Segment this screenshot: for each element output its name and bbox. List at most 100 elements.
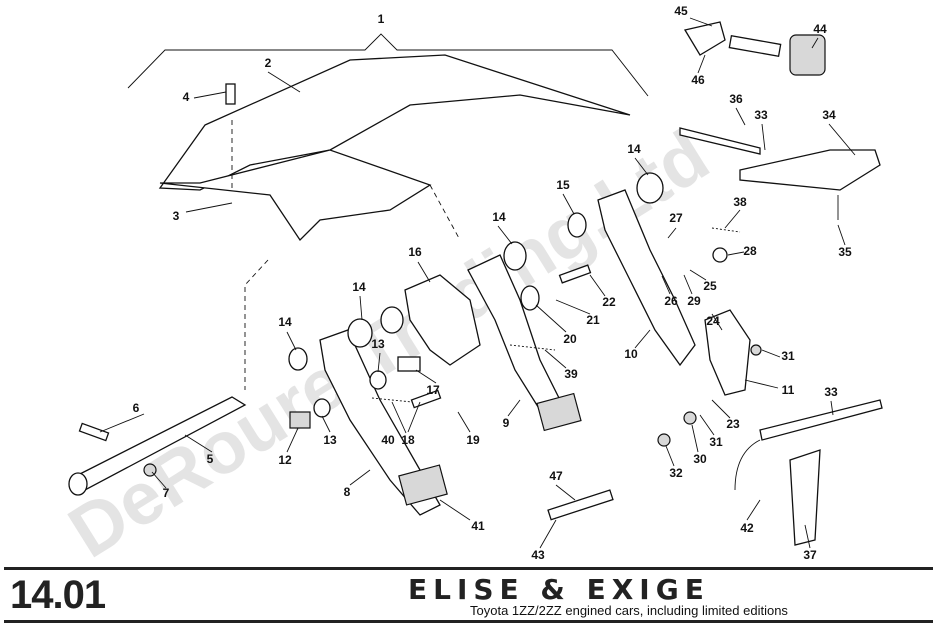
callout-9: 9 <box>503 416 510 430</box>
callout-38: 38 <box>733 195 747 209</box>
washer-15 <box>567 212 587 238</box>
footer-top-rule <box>4 567 933 570</box>
washer-13a <box>369 370 387 390</box>
callout-6: 6 <box>133 401 140 415</box>
callout-3: 3 <box>173 209 180 223</box>
bush-14e <box>636 172 664 204</box>
callout-13: 13 <box>371 337 385 351</box>
switch-bracket-34 <box>739 149 881 191</box>
throttle-pedal <box>597 189 696 367</box>
bush-14b <box>347 318 373 348</box>
spring-39 <box>509 344 556 351</box>
callout-42: 42 <box>740 521 754 535</box>
shaft-end <box>68 472 88 496</box>
bush-14a <box>288 347 308 371</box>
bracket-47 <box>547 489 614 521</box>
callout-33: 33 <box>754 108 768 122</box>
callout-1: 1 <box>378 12 385 26</box>
callout-17: 17 <box>426 383 440 397</box>
cable-end <box>734 439 761 491</box>
callout-14: 14 <box>352 280 366 294</box>
pedal-pad-41 <box>398 464 448 506</box>
footer: 14.01 ELISE & EXIGE Toyota 1ZZ/2ZZ engin… <box>0 567 937 625</box>
callout-19: 19 <box>466 433 480 447</box>
callout-31: 31 <box>781 349 795 363</box>
callout-10: 10 <box>624 347 638 361</box>
callout-8: 8 <box>344 485 351 499</box>
callout-25: 25 <box>703 279 717 293</box>
pedal-box-base <box>159 149 432 242</box>
footer-bottom-rule <box>4 620 933 623</box>
callout-14: 14 <box>492 210 506 224</box>
bolt-30 <box>683 411 697 425</box>
bracket-45 <box>683 21 726 56</box>
cable-rod <box>679 127 761 155</box>
callout-26: 26 <box>664 294 678 308</box>
page-number: 14.01 <box>10 573 106 617</box>
bush-12 <box>289 411 311 429</box>
callout-14: 14 <box>627 142 641 156</box>
callout-14: 14 <box>278 315 292 329</box>
spring-38 <box>711 227 741 233</box>
callout-36: 36 <box>729 92 743 106</box>
stop-28 <box>712 247 728 263</box>
callout-45: 45 <box>674 4 688 18</box>
brake-pad <box>536 392 582 432</box>
callout-34: 34 <box>822 108 836 122</box>
callout-27: 27 <box>669 211 683 225</box>
bush-32 <box>657 433 671 447</box>
leader-lines <box>99 17 856 549</box>
washer-13b <box>313 398 331 418</box>
nut-31a <box>750 344 762 356</box>
switch-plunger <box>728 34 782 58</box>
callout-5: 5 <box>207 452 214 466</box>
callout-13: 13 <box>323 433 337 447</box>
callout-15: 15 <box>556 178 570 192</box>
callout-12: 12 <box>278 453 292 467</box>
callout-2: 2 <box>265 56 272 70</box>
callout-37: 37 <box>803 548 817 562</box>
cable-bracket-37 <box>789 449 821 546</box>
callout-labels: 1 2 3 4 5 6 7 8 9 10 11 12 13 13 14 14 1… <box>133 4 852 562</box>
callout-40: 40 <box>381 433 395 447</box>
callout-21: 21 <box>586 313 600 327</box>
brand-logo: ELISE & EXIGE <box>408 573 710 606</box>
switch-44 <box>789 34 826 76</box>
pin-18 <box>410 389 442 409</box>
callout-44: 44 <box>813 22 827 36</box>
callout-24: 24 <box>706 314 720 328</box>
master-cylinder-bracket <box>404 274 481 366</box>
callout-22: 22 <box>602 295 616 309</box>
throttle-cable-33 <box>759 399 883 441</box>
callout-31: 31 <box>709 435 723 449</box>
assembly-bracket-line <box>127 33 649 97</box>
callout-29: 29 <box>687 294 701 308</box>
clutch-pedal <box>319 329 441 516</box>
bolt-part <box>225 83 236 105</box>
callout-28: 28 <box>743 244 757 258</box>
callout-47: 47 <box>549 469 563 483</box>
bolt-22 <box>558 264 592 284</box>
callout-16: 16 <box>408 245 422 259</box>
bush-14d <box>503 241 527 271</box>
washer-20 <box>520 285 540 311</box>
pedal-pad-11 <box>704 309 751 396</box>
bush-14c <box>380 306 404 334</box>
spacer-17 <box>397 356 421 372</box>
bolt-6 <box>78 422 110 442</box>
callout-33: 33 <box>824 385 838 399</box>
callout-39: 39 <box>564 367 578 381</box>
subtitle: Toyota 1ZZ/2ZZ engined cars, including l… <box>470 603 788 618</box>
pedal-box-cover <box>158 54 631 191</box>
spring-40 <box>371 397 413 403</box>
callout-23: 23 <box>726 417 740 431</box>
callout-11: 11 <box>782 383 795 397</box>
callout-43: 43 <box>531 548 545 562</box>
callout-18: 18 <box>401 433 415 447</box>
pedal-box-exploded-diagram: DeRoure-Trading.Ltd <box>54 4 883 565</box>
callout-4: 4 <box>183 90 190 104</box>
callout-30: 30 <box>693 452 707 466</box>
callout-7: 7 <box>163 486 170 500</box>
callout-32: 32 <box>669 466 683 480</box>
alignment-dash <box>231 120 461 390</box>
